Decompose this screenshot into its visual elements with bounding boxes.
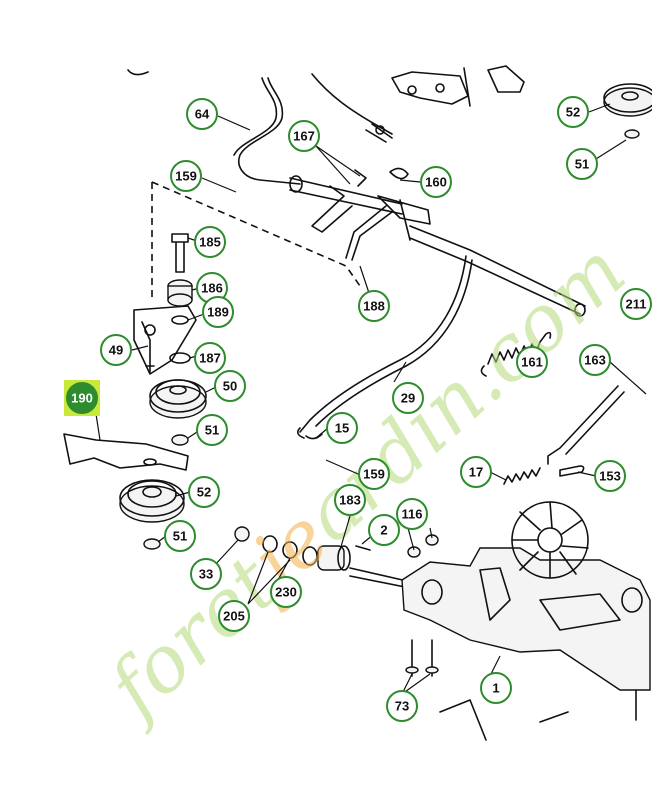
callout-167[interactable]: 167 — [288, 120, 320, 152]
callout-51-middle[interactable]: 51 — [196, 414, 228, 446]
svg-text:167: 167 — [293, 129, 315, 144]
callout-116[interactable]: 116 — [396, 498, 428, 530]
callout-190-highlighted[interactable]: 190 — [64, 380, 100, 416]
svg-text:163: 163 — [584, 353, 606, 368]
svg-text:185: 185 — [199, 235, 221, 250]
clip-153 — [559, 465, 585, 477]
rod-163 — [547, 385, 619, 465]
svg-text:51: 51 — [205, 423, 219, 438]
callout-185[interactable]: 185 — [194, 226, 226, 258]
transaxle — [401, 501, 651, 741]
callout-205[interactable]: 205 — [218, 600, 250, 632]
callout-73[interactable]: 73 — [386, 690, 418, 722]
callout-161[interactable]: 161 — [516, 346, 548, 378]
svg-text:17: 17 — [469, 465, 483, 480]
bracket-190 — [63, 433, 189, 471]
svg-text:2: 2 — [380, 523, 387, 538]
callout-189[interactable]: 189 — [202, 296, 234, 328]
svg-text:183: 183 — [339, 493, 361, 508]
callout-159-middle[interactable]: 159 — [358, 458, 390, 490]
callout-51-lower[interactable]: 51 — [164, 520, 196, 552]
callout-52[interactable]: 52 — [557, 96, 589, 128]
spring-17 — [503, 467, 541, 485]
callout-230[interactable]: 230 — [270, 576, 302, 608]
pulley-52-upper — [603, 83, 652, 139]
svg-text:29: 29 — [401, 391, 415, 406]
callout-153[interactable]: 153 — [594, 460, 626, 492]
leader-lines — [95, 103, 647, 695]
svg-text:161: 161 — [521, 355, 543, 370]
svg-text:159: 159 — [363, 467, 385, 482]
callout-17[interactable]: 17 — [460, 456, 492, 488]
pulley-50 — [149, 379, 207, 446]
svg-text:153: 153 — [599, 469, 621, 484]
svg-text:189: 189 — [207, 305, 229, 320]
parts-drawing — [63, 65, 652, 741]
svg-text:15: 15 — [335, 421, 349, 436]
svg-text:159: 159 — [175, 169, 197, 184]
callout-159[interactable]: 159 — [170, 160, 202, 192]
long-rod — [296, 205, 586, 440]
callout-2[interactable]: 2 — [368, 514, 400, 546]
pulley-52-lower — [119, 479, 185, 550]
svg-text:73: 73 — [395, 699, 409, 714]
svg-text:211: 211 — [626, 297, 647, 312]
callout-29[interactable]: 29 — [392, 382, 424, 414]
callout-51[interactable]: 51 — [566, 148, 598, 180]
callout-52-lower[interactable]: 52 — [188, 476, 220, 508]
callout-211[interactable]: 211 — [620, 288, 652, 320]
svg-text:186: 186 — [201, 281, 223, 296]
svg-text:52: 52 — [197, 485, 211, 500]
svg-text:160: 160 — [425, 175, 447, 190]
callout-15[interactable]: 15 — [326, 412, 358, 444]
shift-rod — [238, 77, 301, 185]
svg-text:33: 33 — [199, 567, 213, 582]
svg-text:205: 205 — [223, 609, 245, 624]
svg-text:187: 187 — [199, 351, 221, 366]
callout-64[interactable]: 64 — [186, 98, 218, 130]
svg-text:49: 49 — [109, 343, 123, 358]
svg-text:188: 188 — [363, 299, 385, 314]
callouts: 64 167 159 160 52 51 185 186 189 188 211… — [64, 96, 652, 722]
callout-187[interactable]: 187 — [194, 342, 226, 374]
svg-text:50: 50 — [223, 379, 237, 394]
svg-text:190: 190 — [71, 391, 93, 406]
cross-shaft — [289, 123, 431, 241]
callout-163[interactable]: 163 — [579, 344, 611, 376]
svg-text:51: 51 — [173, 529, 187, 544]
svg-text:51: 51 — [575, 157, 589, 172]
top-bracket — [391, 65, 525, 107]
svg-text:1: 1 — [492, 681, 499, 696]
svg-text:230: 230 — [275, 585, 297, 600]
svg-text:52: 52 — [566, 105, 580, 120]
callout-183[interactable]: 183 — [334, 484, 366, 516]
pulley-stack — [133, 233, 197, 375]
callout-50[interactable]: 50 — [214, 370, 246, 402]
top-fragment — [127, 69, 149, 76]
dashed-assembly-outline — [151, 181, 361, 300]
callout-49[interactable]: 49 — [100, 334, 132, 366]
callout-1[interactable]: 1 — [480, 672, 512, 704]
callout-160[interactable]: 160 — [420, 166, 452, 198]
callout-188[interactable]: 188 — [358, 290, 390, 322]
svg-text:64: 64 — [195, 107, 210, 122]
callout-33[interactable]: 33 — [190, 558, 222, 590]
svg-text:116: 116 — [402, 507, 423, 522]
